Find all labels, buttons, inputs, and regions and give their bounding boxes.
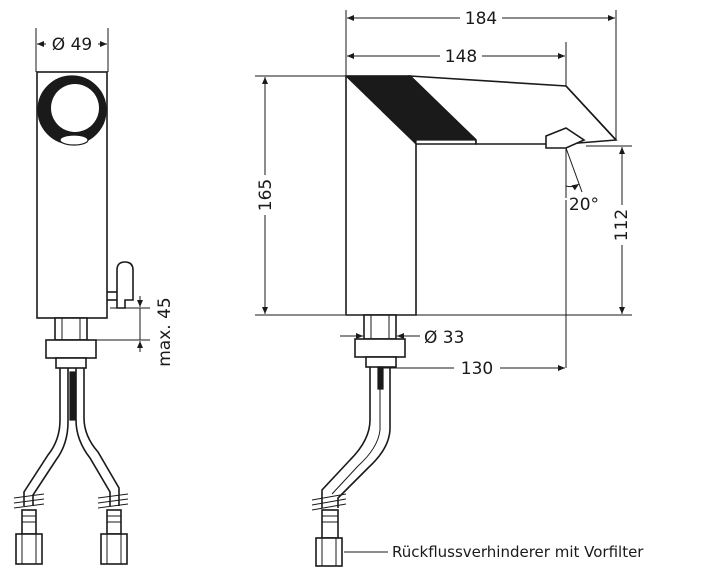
side-base-fitting [45, 317, 97, 369]
front-view: 184 148 165 [254, 8, 644, 567]
angle-label: 20° [569, 195, 599, 215]
front-base-fitting [354, 314, 406, 368]
valve-note: Rückflussverhinderer mit Vorfilter [344, 543, 644, 561]
spout-outlet [545, 127, 586, 149]
side-left-connector [13, 493, 45, 565]
check-valve-connector [311, 493, 347, 567]
side-hoses [23, 368, 120, 506]
base-diameter-label: Ø 33 [424, 328, 464, 348]
height-dimension: 165 [254, 75, 345, 316]
side-view: Ø 49 max. 45 [13, 28, 175, 565]
side-lever [107, 261, 150, 309]
side-diameter-dimension: Ø 49 [35, 28, 109, 72]
outlet-reach-label: 130 [461, 359, 493, 379]
outlet-height-dimension: 112 [416, 145, 634, 316]
outlet-height-label: 112 [612, 209, 632, 241]
height-label: 165 [256, 179, 276, 211]
lever-height-label: max. 45 [155, 297, 175, 366]
outlet-reach-dimension: 130 [381, 200, 567, 379]
angle-dimension: 20° [565, 147, 599, 215]
side-right-connector [97, 493, 129, 565]
lever-height-dimension: max. 45 [95, 296, 175, 367]
side-diameter-label: Ø 49 [52, 35, 92, 55]
overall-length-label: 184 [465, 9, 497, 29]
spout-length-dimension: 148 [347, 42, 567, 144]
base-diameter-dimension: Ø 33 [340, 328, 464, 348]
sensor-window-icon [37, 75, 107, 146]
overall-length-dimension: 184 [345, 8, 617, 140]
spout-length-label: 148 [445, 47, 477, 67]
valve-note-label: Rückflussverhinderer mit Vorfilter [392, 543, 644, 561]
front-hose [321, 366, 391, 508]
front-faucet-body [344, 75, 618, 316]
